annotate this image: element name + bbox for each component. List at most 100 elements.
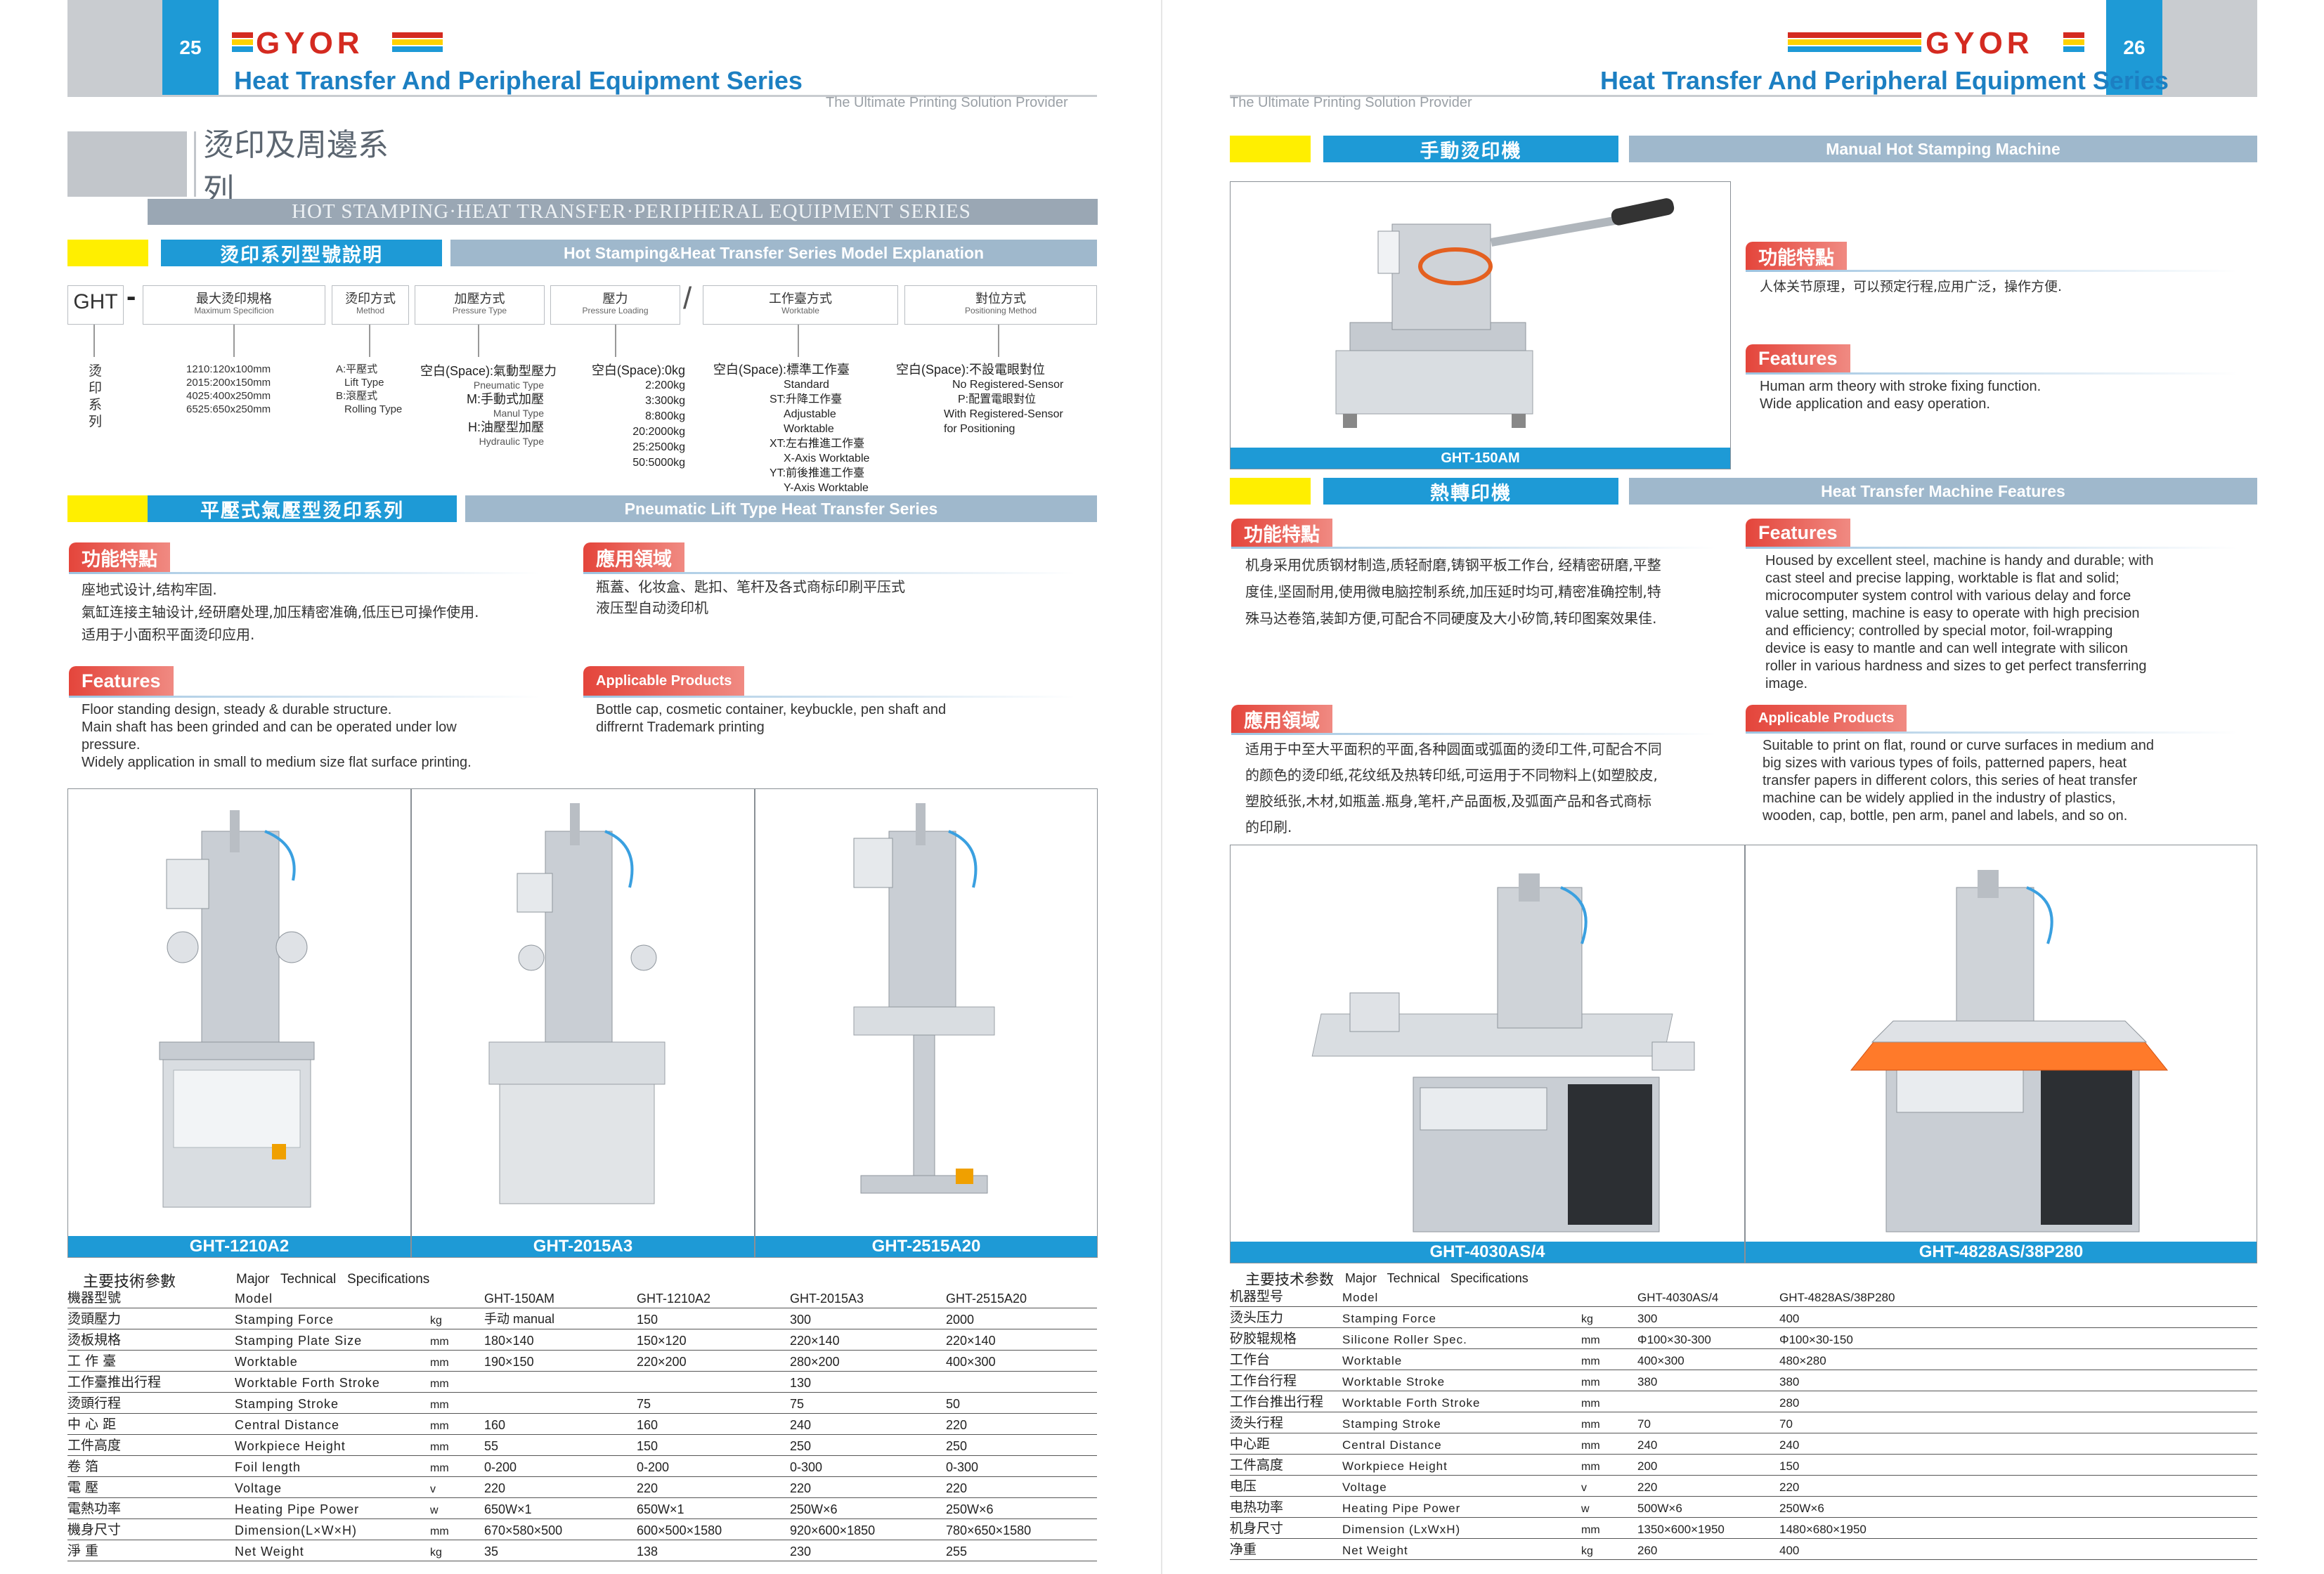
heat-features-en-line: image. [1765, 676, 1808, 691]
spec-value: 2000 [946, 1308, 1097, 1329]
spec-value: 480×280 [1779, 1348, 2257, 1370]
left-page: 25 GYOR Heat Transfer And Peripheral Equ… [67, 0, 1098, 1561]
photo-ght-4828as: GHT-4828AS/38P280 [1745, 845, 2257, 1263]
brand-logo: GYOR [232, 26, 443, 60]
page-number: 26 [2106, 0, 2162, 95]
series-title: Heat Transfer And Peripheral Equipment S… [1600, 66, 2169, 95]
features-en-line: Floor standing design, steady & durable … [82, 702, 392, 717]
spec-label-en: Stamping Force [235, 1308, 430, 1329]
spec-label-en: Model [235, 1287, 430, 1308]
spec-value: 250 [946, 1434, 1097, 1456]
photo-label: GHT-1210A2 [68, 1236, 410, 1257]
model-spec-item: 1210:120x100mm [186, 363, 271, 375]
spec-value: 138 [637, 1540, 790, 1561]
spec-value: 75 [790, 1392, 946, 1414]
spec-value: 250W×6 [1779, 1496, 2257, 1518]
worktable-item: ST:升降工作臺 [770, 393, 843, 405]
spec-unit [430, 1287, 484, 1308]
spec-label-cn: 淨 重 [67, 1540, 235, 1561]
spec-unit: w [1581, 1496, 1637, 1518]
positioning-item: With Registered-Sensor [944, 408, 1063, 420]
spec-value: GHT-150AM [484, 1287, 637, 1308]
model-box-spec-en: Maximum Specificion [194, 306, 274, 316]
photo-ght-2015a3: GHT-2015A3 [411, 788, 755, 1258]
model-method-item: Rolling Type [344, 403, 403, 415]
spec-value: 50 [946, 1392, 1097, 1414]
photo-ght-2515a20: GHT-2515A20 [755, 788, 1098, 1258]
spec-value: 300 [790, 1308, 946, 1329]
header-rule [1230, 95, 2257, 97]
spec-unit: mm [1581, 1454, 1637, 1476]
spec-value: 150×120 [637, 1329, 790, 1351]
model-box-pressure-en: Pressure Loading [582, 306, 649, 316]
spec-label-cn: 净重 [1230, 1538, 1342, 1560]
spec-label-cn: 工作台 [1230, 1348, 1342, 1370]
vertical-char: 列 [89, 414, 103, 429]
spec-label-en: Voltage [1342, 1475, 1581, 1497]
manual-features-en-line: Wide application and easy operation. [1760, 396, 1990, 412]
photo-label: GHT-2015A3 [412, 1236, 754, 1257]
tag-underline [1746, 372, 2238, 375]
vertical-char: 印 [89, 380, 103, 396]
spec-label-cn: 机身尺寸 [1230, 1517, 1342, 1539]
features-cn-line: 座地式设计,结构牢固. [82, 581, 217, 598]
model-specs: 1210:120x100mm 2015:200x150mm 4025:400x2… [186, 363, 271, 416]
heat-features-en-line: and efficiency; controlled by special mo… [1765, 623, 2113, 639]
spec-label-en: Worktable Forth Stroke [1342, 1391, 1581, 1412]
applications-cn: 瓶蓋、化妆盒、匙扣、笔杆及各式商标印刷平压式 液压型自动烫印机 [596, 576, 905, 618]
model-section-en: Hot Stamping&Heat Transfer Series Model … [450, 240, 1097, 266]
spec-value: 255 [946, 1540, 1097, 1561]
spec-value: GHT-4030AS/4 [1637, 1286, 1779, 1307]
spec-value: 650W×1 [637, 1497, 790, 1519]
spec-unit: mm [430, 1392, 484, 1414]
worktable-item: Standard [784, 379, 829, 391]
spec-label-cn: 電熱功率 [67, 1497, 235, 1519]
spec-value: 35 [484, 1540, 637, 1561]
tag-underline [1746, 547, 2238, 549]
spec-unit: mm [430, 1329, 484, 1351]
spec-label-en: Stamping Force [1342, 1306, 1581, 1328]
heat-features-en: Housed by excellent steel, machine is ha… [1765, 552, 2154, 693]
manual-features-en-line: Human arm theory with stroke fixing func… [1760, 379, 2041, 394]
photo-ght-150am: GHT-150AM [1230, 181, 1731, 469]
photo-label: GHT-2515A20 [755, 1236, 1097, 1257]
heat-app-cn-line: 的颜色的烫印纸,花纹纸及热转印纸,可运用于不同物料上(如塑胶皮, [1245, 767, 1658, 783]
spec-value: GHT-1210A2 [637, 1287, 790, 1308]
spec-label-en: Stamping Stroke [1342, 1412, 1581, 1433]
spec-value: 650W×1 [484, 1497, 637, 1519]
spec-label-cn: 機器型號 [67, 1287, 235, 1308]
spec-value: 150 [637, 1308, 790, 1329]
spec-title-en: Major Technical Specifications [1345, 1271, 1528, 1285]
spec-label-en: Silicone Roller Spec. [1342, 1327, 1581, 1349]
machine-image [159, 810, 315, 1208]
heat-app-en-line: transfer papers in different colors, thi… [1763, 773, 2138, 788]
heat-features-cn-tag: 功能特點 [1231, 519, 1332, 547]
spec-unit: mm [1581, 1370, 1637, 1391]
model-box-worktable-cn: 工作臺方式 [769, 292, 832, 306]
spec-value: 220 [946, 1476, 1097, 1498]
positioning-item: No Registered-Sensor [952, 379, 1064, 391]
spec-label-en: Worktable [1342, 1348, 1581, 1370]
spec-unit: mm [1581, 1391, 1637, 1412]
spec-label-cn: 烫头行程 [1230, 1412, 1342, 1433]
heat-features-cn: 机身采用优质钢材制造,质轻耐磨,铸钢平板工作台, 经精密研磨,平整 度佳,坚固耐… [1245, 552, 1661, 632]
machine-image [1850, 870, 2169, 1232]
tag-underline [1231, 733, 1716, 735]
heat-features-cn-line: 度佳,坚固耐用,使用微电脑控制系统,加压延时均可,精密准确控制,特 [1245, 583, 1661, 600]
